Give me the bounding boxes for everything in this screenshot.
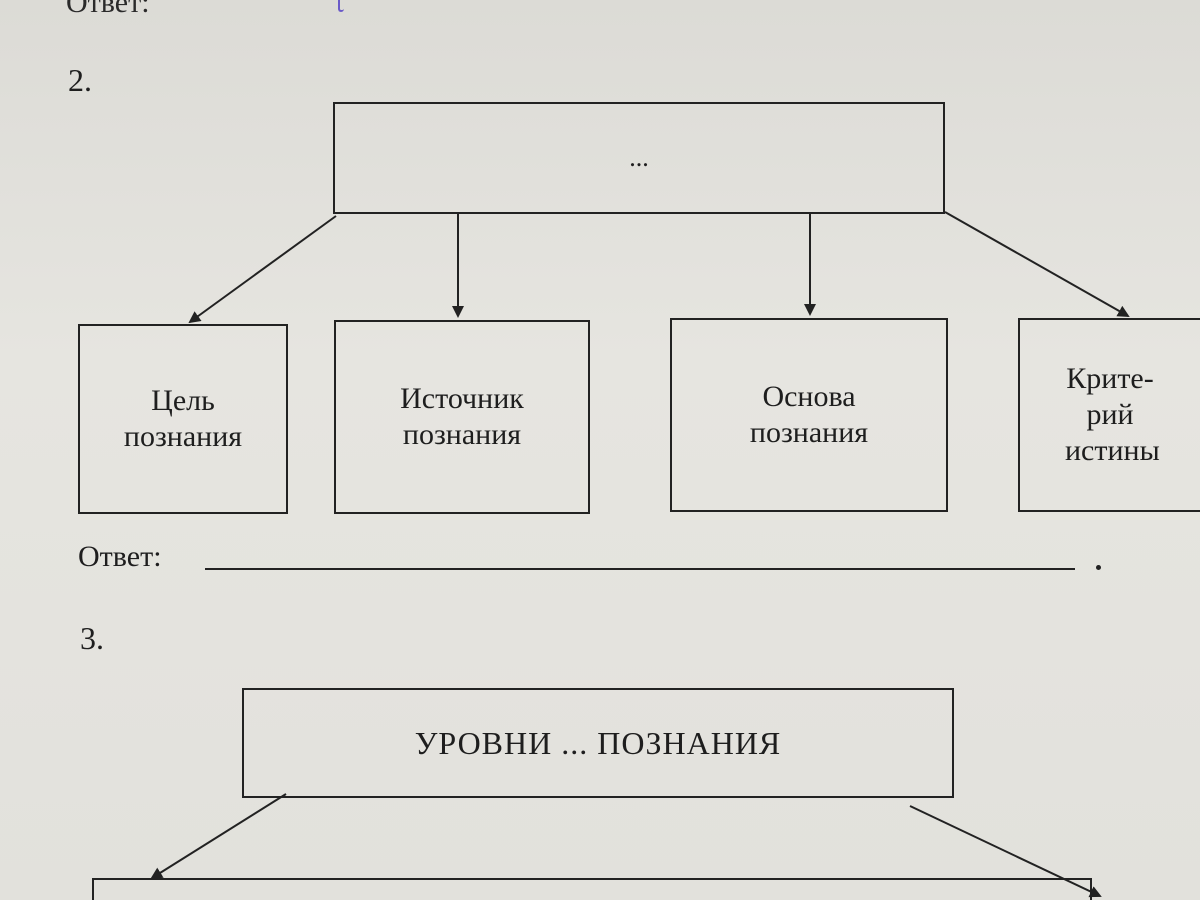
task2-answer-label: Ответ: [78, 540, 162, 573]
arrow-to-lower-left [150, 793, 287, 880]
task2-box-goal: Цель познания [78, 324, 288, 514]
task2-top-box-text: ... [629, 143, 649, 172]
arrow-to-lower-right [909, 805, 1102, 898]
task2-number: 2. [68, 62, 92, 98]
task2-box-basis-text: Основа познания [749, 380, 869, 449]
task2-box-source: Источник познания [334, 320, 590, 514]
task2-answer-period [1096, 565, 1101, 570]
task2-box-criterion-text: Крите- рий истины [1065, 362, 1160, 467]
task2-box-goal-text: Цель познания [123, 384, 243, 453]
task2-box-source-text: Источник познания [400, 382, 524, 451]
pen-mark [338, 0, 344, 12]
task2-box-criterion: Крите- рий истины [1018, 318, 1200, 512]
task3-number: 3. [80, 620, 104, 656]
arrow-to-goal [188, 215, 337, 324]
task2-answer-line[interactable] [205, 568, 1075, 570]
task3-top-box-text: УРОВНИ ... ПОЗНАНИЯ [414, 725, 782, 761]
task2-box-basis: Основа познания [670, 318, 948, 512]
task2-top-box: ... [333, 102, 945, 214]
task3-top-box: УРОВНИ ... ПОЗНАНИЯ [242, 688, 954, 798]
previous-answer-label: Ответ: [66, 0, 150, 19]
arrow-to-criterion [944, 211, 1130, 317]
